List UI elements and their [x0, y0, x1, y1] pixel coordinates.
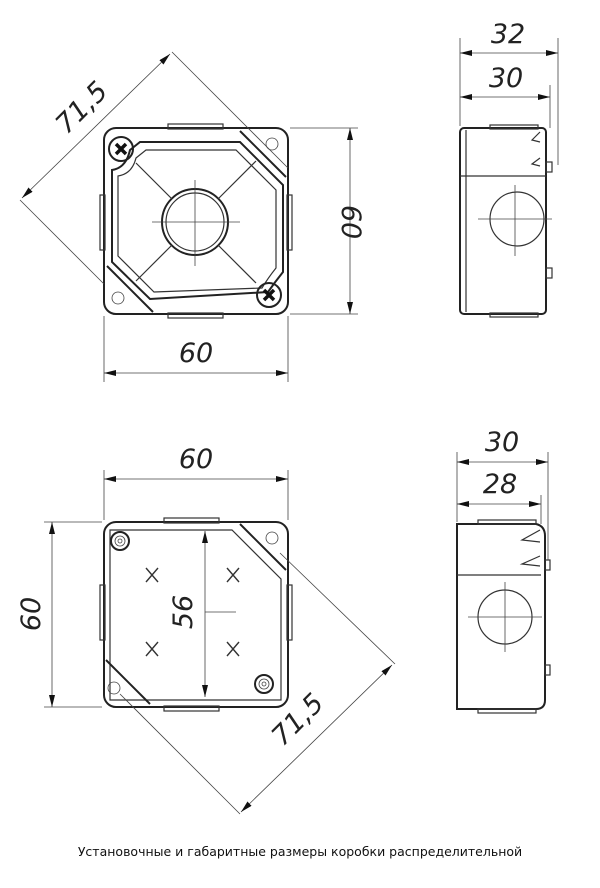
- top-view-width-label: 60: [179, 338, 213, 369]
- top-view-height-label: 60: [335, 205, 366, 239]
- top-side-inner-depth-label: 30: [489, 63, 523, 94]
- bottom-view-spacing-label: 56: [168, 595, 199, 629]
- top-view: 60 60 71,5: [19, 51, 366, 382]
- screw-icon: [256, 282, 282, 308]
- bottom-view-diagonal-label: 71,5: [266, 688, 330, 752]
- top-view-diagonal-label: 71,5: [50, 76, 114, 140]
- top-side-view: 32 30: [459, 19, 559, 318]
- top-side-outer-depth-label: 32: [491, 19, 525, 50]
- bottom-view-height-label: 60: [16, 597, 47, 631]
- mount-hole-icon: [110, 531, 130, 551]
- bottom-view: 56 60 60 71,5: [16, 444, 396, 815]
- mount-hole-icon: [254, 674, 274, 694]
- drawing-caption: Установочные и габаритные размеры коробк…: [77, 844, 523, 859]
- bottom-view-width-label: 60: [179, 444, 213, 475]
- bottom-side-outer-depth-label: 30: [485, 427, 519, 458]
- bottom-side-inner-depth-label: 28: [483, 469, 517, 500]
- bottom-side-view: 30 28: [456, 427, 551, 714]
- screw-icon: [108, 136, 134, 162]
